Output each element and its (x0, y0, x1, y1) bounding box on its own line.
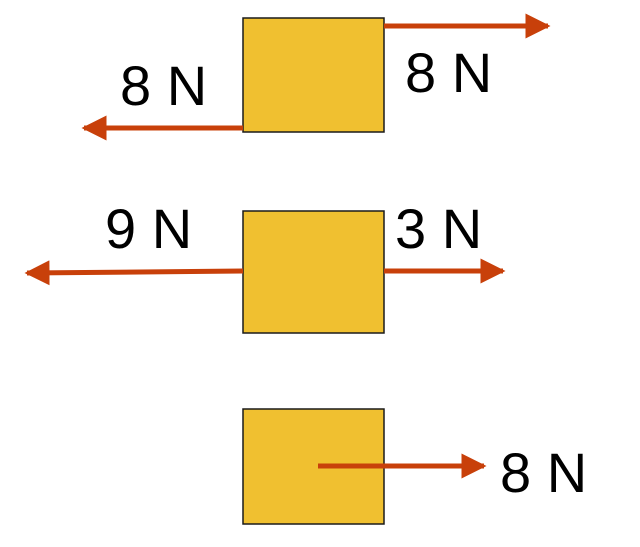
block-2 (242, 210, 385, 334)
force-label-2-left: 9 N (105, 197, 192, 260)
force-label-1-right: 8 N (405, 41, 492, 104)
scenario-2: 9 N 3 N (24, 197, 506, 334)
force-arrow-2-left (24, 260, 244, 286)
scenario-3: 8 N (242, 408, 587, 525)
force-label-3-right: 8 N (500, 441, 587, 504)
force-label-1-left: 8 N (120, 54, 207, 117)
force-label-2-right: 3 N (395, 197, 482, 260)
block-1 (242, 17, 385, 133)
scenario-1: 8 N 8 N (81, 13, 551, 141)
